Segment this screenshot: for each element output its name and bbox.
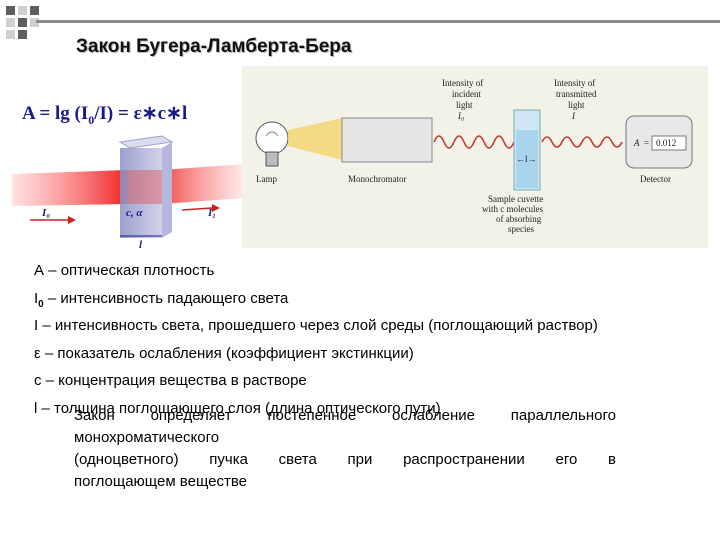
svg-text:=: =	[644, 138, 649, 148]
definition-symbol: A	[34, 262, 45, 279]
detector-label: Detector	[640, 174, 671, 184]
law-line: Закон определяет постепенное ослабление …	[74, 405, 616, 427]
law-word: пучка	[209, 451, 248, 468]
decor-square	[6, 6, 15, 15]
definition-symbol: I	[34, 289, 39, 307]
law-word: (одноцветного)	[74, 451, 179, 468]
law-statement: Закон определяет постепенное ослабление …	[74, 405, 616, 493]
law-word: параллельного	[510, 407, 616, 424]
sample-label-line: of absorbing	[496, 214, 542, 224]
formula-part-b: /I) = ε∗c∗l	[94, 103, 188, 124]
slide-title: Закон Бугера-Ламберта-Бера	[76, 36, 352, 57]
light-cone	[288, 118, 342, 160]
svg-text:Intensity of: Intensity of	[442, 78, 483, 88]
law-formula: A = lg (I0/I) = ε∗c∗l	[22, 102, 187, 128]
incident-beam	[12, 170, 128, 206]
law-word: света	[278, 451, 317, 468]
definition-symbol: ε	[34, 344, 41, 362]
law-word: Закон	[74, 407, 115, 424]
incident-wave	[433, 135, 515, 149]
law-word: определяет	[150, 407, 232, 424]
transmitted-label-line: light	[568, 100, 585, 110]
i1-label: I₁	[207, 207, 216, 219]
decor-square	[6, 18, 15, 27]
lamp-label: Lamp	[256, 174, 277, 184]
length-label: l	[139, 239, 143, 251]
definition-item: c – концентрация вещества в растворе	[34, 370, 598, 398]
transmitted-wave	[541, 136, 623, 148]
decor-square	[18, 30, 27, 39]
decor-square	[30, 6, 39, 15]
sample-label-line: with c molecules	[482, 204, 543, 214]
incident-label-line: Intensity of	[442, 78, 483, 88]
definition-item: ε – показатель ослабления (коэффициент э…	[34, 343, 598, 371]
i1-arrow	[181, 207, 213, 211]
definition-text: – толщина поглощающего слоя (длина оптич…	[37, 399, 441, 417]
spectrophotometer-scheme: Lamp Monochromator Intensity of incident…	[242, 66, 708, 248]
law-word: при	[347, 451, 373, 468]
law-line: монохроматического	[74, 427, 616, 449]
definition-text: – концентрация вещества в растворе	[41, 372, 307, 389]
detector-display	[651, 135, 687, 151]
law-word: в	[608, 451, 616, 468]
definition-text: – интенсивность падающего света	[43, 289, 289, 307]
definition-text: – оптическая плотность	[44, 262, 215, 279]
mono-label: Monochromator	[348, 174, 407, 184]
decor-square	[18, 18, 27, 27]
i0-label: I₀	[41, 207, 50, 219]
cuvette-illustration: I₀ I₁ c, α l	[12, 135, 244, 251]
definition-symbol: c	[34, 372, 42, 389]
incident-symbol: I₀	[457, 111, 464, 121]
sample-label-line: Sample cuvette	[488, 194, 543, 204]
detector-value: 0.012	[656, 138, 676, 148]
decor-square	[18, 6, 27, 15]
incident-label-line: incident	[452, 89, 481, 99]
definition-symbol: I	[34, 317, 39, 334]
law-line: (одноцветного) пучка света при распростр…	[74, 449, 616, 471]
law-word: ослабление	[392, 407, 475, 424]
law-word: монохроматического	[74, 429, 220, 446]
cuvette-side	[162, 142, 172, 238]
sample-solution	[516, 130, 538, 188]
beam-in-cuvette	[128, 170, 162, 204]
definitions-list: A – оптическая плотность I0 – интенсивно…	[34, 260, 598, 425]
formula-subscript: 0	[88, 112, 95, 127]
svg-text:incident: incident	[452, 89, 481, 99]
definition-item: l – толщина поглощающего слоя (длина опт…	[34, 398, 598, 426]
definition-text: – интенсивность света, прошедшего через …	[38, 317, 598, 334]
law-line: поглощающем веществе	[74, 471, 616, 493]
law-word: распространении	[403, 451, 525, 468]
transmitted-symbol: I	[571, 111, 576, 121]
formula-part-a: A = lg (I	[22, 103, 89, 124]
definition-item: I0 – интенсивность падающего света	[34, 288, 598, 316]
cuvette-body	[120, 148, 162, 238]
path-length-label: ←l→	[516, 154, 537, 164]
detector-a: A	[633, 138, 640, 148]
sample-label-line: species	[508, 224, 534, 234]
header-rule	[36, 20, 720, 23]
cuvette-top	[118, 135, 174, 149]
transmitted-beam	[162, 164, 244, 204]
definition-sub: 0	[38, 298, 44, 310]
law-word: его	[555, 451, 578, 468]
i0-arrowhead	[68, 216, 76, 224]
transmitted-label-line: transmitted	[556, 89, 597, 99]
svg-text:light: light	[456, 100, 473, 110]
incident-label-line: light	[456, 100, 473, 110]
definition-text: – показатель ослабления (коэффициент экс…	[40, 344, 414, 362]
i1-arrowhead	[212, 204, 220, 212]
medium-label: c, α	[126, 207, 143, 219]
law-word: постепенное	[267, 407, 357, 424]
definition-item: A – оптическая плотность	[34, 260, 598, 288]
lamp-icon	[255, 121, 289, 167]
decor-square	[6, 30, 15, 39]
law-word: поглощающем веществе	[74, 473, 247, 490]
definition-symbol: l	[34, 399, 38, 417]
transmitted-label-line: Intensity of	[554, 78, 595, 88]
definition-item: I – интенсивность света, прошедшего чере…	[34, 315, 598, 343]
decor-square	[30, 18, 39, 27]
monochromator-box	[341, 117, 433, 163]
